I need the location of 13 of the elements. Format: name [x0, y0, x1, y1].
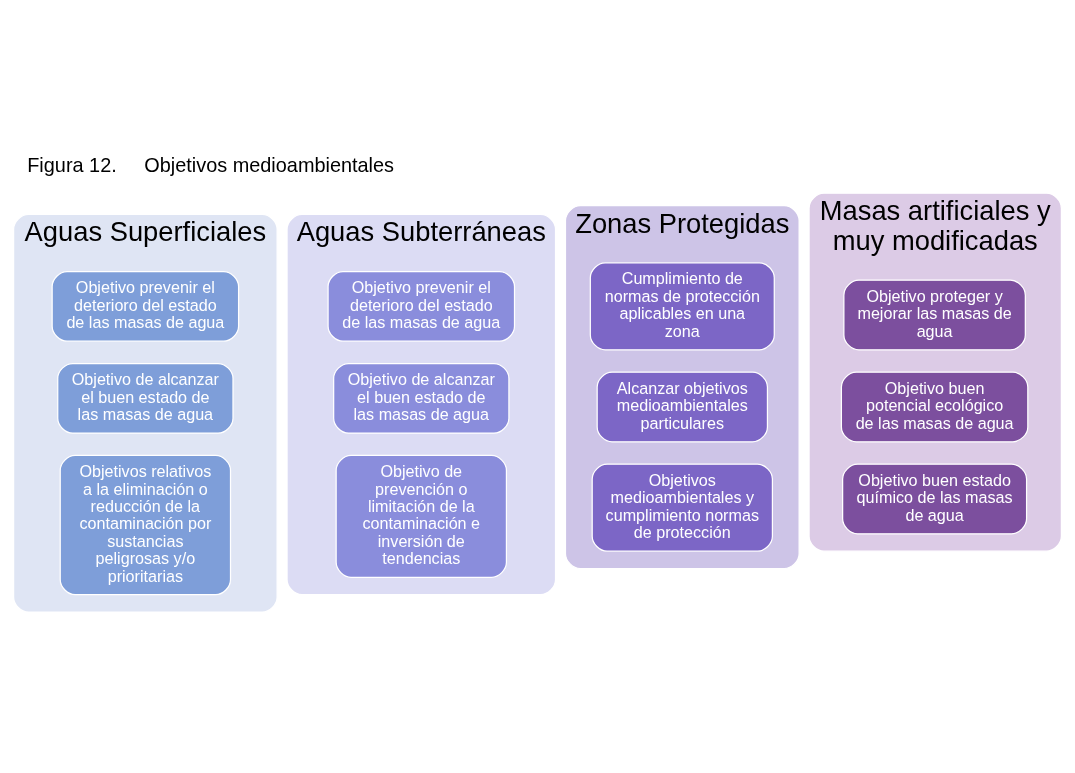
- diagram-title: Figura 12. Objetivos medioambientales: [27, 153, 394, 176]
- node-box: Objetivo buen estado químico de las masas de agua: [842, 463, 1028, 535]
- node-box: Objetivo de prevención o limitación de la contaminación e inversión de tendencias: [335, 454, 508, 578]
- node-box: Objetivo de alcanzar el buen estado de las masas de agua: [57, 362, 234, 434]
- node-box: Cumplimiento de normas de protección aplicables en una zona: [589, 262, 775, 351]
- node-box: Objetivo de alcanzar el buen estado de las masas de agua: [333, 362, 510, 434]
- node-box: Objetivo buen potencial ecológico de las masas de agua: [840, 371, 1029, 443]
- node-box: Objetivos medioambientales y cumplimiento normas de protección: [591, 463, 774, 552]
- node-box: Objetivo proteger y mejorar las masas de agua: [843, 279, 1026, 351]
- node-box: Alcanzar objetivos medioambientales particulares: [596, 371, 769, 443]
- node-box: Objetivos relativos a la eliminación o reducción de la contaminación por sustancias peligrosas y/o prioritarias: [59, 454, 232, 596]
- node-box: Objetivo prevenir el deterioro del estado de las masas de agua: [51, 270, 240, 342]
- node-box: Objetivo prevenir el deterioro del estado de las masas de agua: [327, 270, 516, 342]
